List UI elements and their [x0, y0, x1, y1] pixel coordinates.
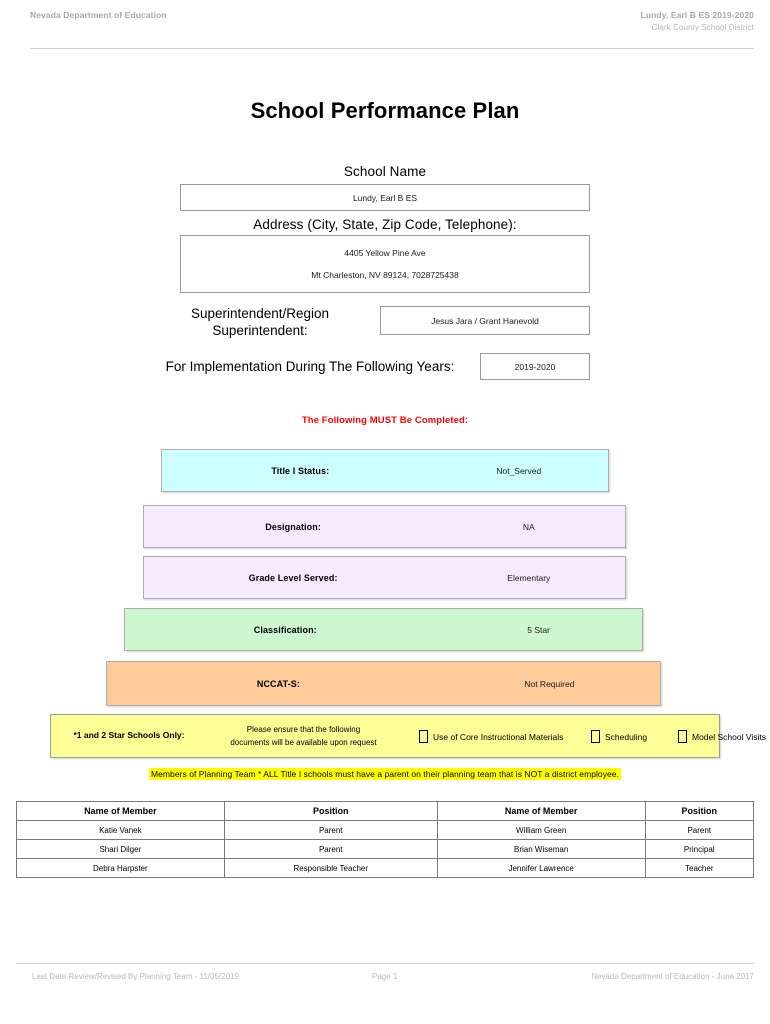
- status-bar-label: Grade Level Served:: [248, 572, 338, 583]
- star-schools-label: *1 and 2 Star Schools Only:: [73, 730, 185, 740]
- implementation-years-field[interactable]: 2019-2020: [480, 353, 590, 380]
- column-header-name-2: Name of Member: [436, 801, 646, 821]
- implementation-years-value: 2019-2020: [514, 361, 556, 372]
- checkbox-label: Use of Core Instructional Materials: [433, 731, 564, 742]
- footer-page-number: Page 1: [372, 972, 398, 981]
- checkbox-icon[interactable]: [591, 730, 600, 743]
- header-divider: [30, 48, 754, 49]
- planning-team-note-text: Members of Planning Team * ALL Title I s…: [149, 768, 621, 780]
- header-agency-name: Nevada Department of Education: [30, 10, 167, 20]
- member-name-cell[interactable]: Shari Dilger: [16, 839, 225, 859]
- footer-divider: [16, 963, 754, 964]
- status-bar-value: Not Required: [524, 678, 575, 689]
- member-name-cell[interactable]: Debra Harpster: [16, 858, 225, 878]
- member-position-cell[interactable]: Parent: [223, 839, 438, 859]
- checkbox-row-model-school-visits[interactable]: Model School Visits: [678, 730, 766, 743]
- status-bar-label: Title I Status:: [271, 465, 330, 476]
- page-title: School Performance Plan: [250, 98, 520, 123]
- school-name-label: School Name: [343, 164, 427, 179]
- member-position-cell[interactable]: Parent: [223, 820, 438, 840]
- star-schools-note-line-1: Please ensure that the following: [246, 725, 361, 734]
- status-bar-grade-level[interactable]: Grade Level Served: Elementary: [143, 556, 626, 599]
- member-position-cell[interactable]: Principal: [644, 839, 754, 859]
- status-bar-classification[interactable]: Classification: 5 Star: [124, 608, 643, 651]
- footer-revision-date: Last Date Review/Revised By Planning Tea…: [32, 972, 239, 981]
- status-bar-label: NCCAT-S:: [256, 678, 300, 689]
- planning-team-members-table: Name of Member Position Name of Member P…: [16, 801, 754, 878]
- column-header-position-2: Position: [644, 801, 754, 821]
- header-school-info: Lundy, Earl B ES 2019-2020 Clark County …: [641, 10, 754, 32]
- checkbox-label: Model School Visits: [692, 731, 767, 742]
- table-header-row: Name of Member Position Name of Member P…: [16, 801, 754, 821]
- required-notice: The Following MUST Be Completed:: [301, 415, 469, 426]
- star-schools-band: *1 and 2 Star Schools Only: Please ensur…: [50, 714, 766, 758]
- page-footer: Last Date Review/Revised By Planning Tea…: [32, 972, 754, 988]
- checkbox-icon[interactable]: [419, 730, 428, 743]
- member-name-cell[interactable]: Brian Wiseman: [436, 839, 646, 859]
- status-bar-nccat-s[interactable]: NCCAT-S: Not Required: [106, 661, 661, 706]
- superintendent-value: Jesus Jara / Grant Hanevold: [431, 315, 539, 326]
- table-row[interactable]: Shari Dilger Parent Brian Wiseman Princi…: [16, 839, 754, 859]
- checkbox-label: Scheduling: [605, 731, 648, 742]
- status-bar-label: Designation:: [265, 521, 321, 532]
- column-header-name-1: Name of Member: [16, 801, 225, 821]
- address-line-2: Mt Charleston, NV 89124, 7028725438: [311, 270, 459, 280]
- member-name-cell[interactable]: Jennifer Lawrence: [436, 858, 646, 878]
- footer-source: Nevada Department of Education - June 20…: [591, 972, 754, 981]
- status-bar-value: 5 Star: [527, 624, 550, 635]
- implementation-years-label: For Implementation During The Following …: [165, 359, 455, 374]
- status-bar-designation[interactable]: Designation: NA: [143, 505, 626, 548]
- star-schools-note: Please ensure that the following documen…: [201, 723, 406, 749]
- table-row[interactable]: Debra Harpster Responsible Teacher Jenni…: [16, 858, 754, 878]
- member-name-cell[interactable]: Katie Vanek: [16, 820, 225, 840]
- status-bar-value: NA: [522, 521, 535, 532]
- school-name-value: Lundy, Earl B ES: [352, 192, 418, 203]
- status-bar-label: Classification:: [253, 624, 317, 635]
- status-bar-value: Not_Served: [496, 465, 542, 476]
- superintendent-field[interactable]: Jesus Jara / Grant Hanevold: [380, 306, 590, 335]
- address-line-1: 4405 Yellow Pine Ave: [344, 248, 426, 258]
- column-header-position-1: Position: [223, 801, 438, 821]
- checkbox-row-core-materials[interactable]: Use of Core Instructional Materials: [419, 730, 563, 743]
- header-district-name: Clark County School District: [651, 23, 754, 32]
- table-row[interactable]: Katie Vanek Parent William Green Parent: [16, 820, 754, 840]
- member-position-cell[interactable]: Parent: [644, 820, 754, 840]
- page-header: Nevada Department of Education Lundy, Ea…: [30, 10, 754, 48]
- member-position-cell[interactable]: Teacher: [644, 858, 754, 878]
- checkbox-icon[interactable]: [678, 730, 687, 743]
- status-bar-title-i[interactable]: Title I Status: Not_Served: [161, 449, 609, 492]
- member-name-cell[interactable]: William Green: [436, 820, 646, 840]
- address-label: Address (City, State, Zip Code, Telephon…: [253, 217, 517, 232]
- star-schools-note-line-2: documents will be available upon request: [230, 738, 377, 747]
- planning-team-note: Members of Planning Team * ALL Title I s…: [0, 764, 770, 782]
- superintendent-label: Superintendent/Region Superintendent:: [190, 306, 330, 338]
- address-field[interactable]: 4405 Yellow Pine Ave Mt Charleston, NV 8…: [180, 235, 590, 293]
- checkbox-row-scheduling[interactable]: Scheduling: [591, 730, 647, 743]
- status-bar-value: Elementary: [507, 572, 551, 583]
- header-school-year: Lundy, Earl B ES 2019-2020: [640, 10, 754, 20]
- member-position-cell[interactable]: Responsible Teacher: [223, 858, 438, 878]
- school-name-field[interactable]: Lundy, Earl B ES: [180, 184, 590, 211]
